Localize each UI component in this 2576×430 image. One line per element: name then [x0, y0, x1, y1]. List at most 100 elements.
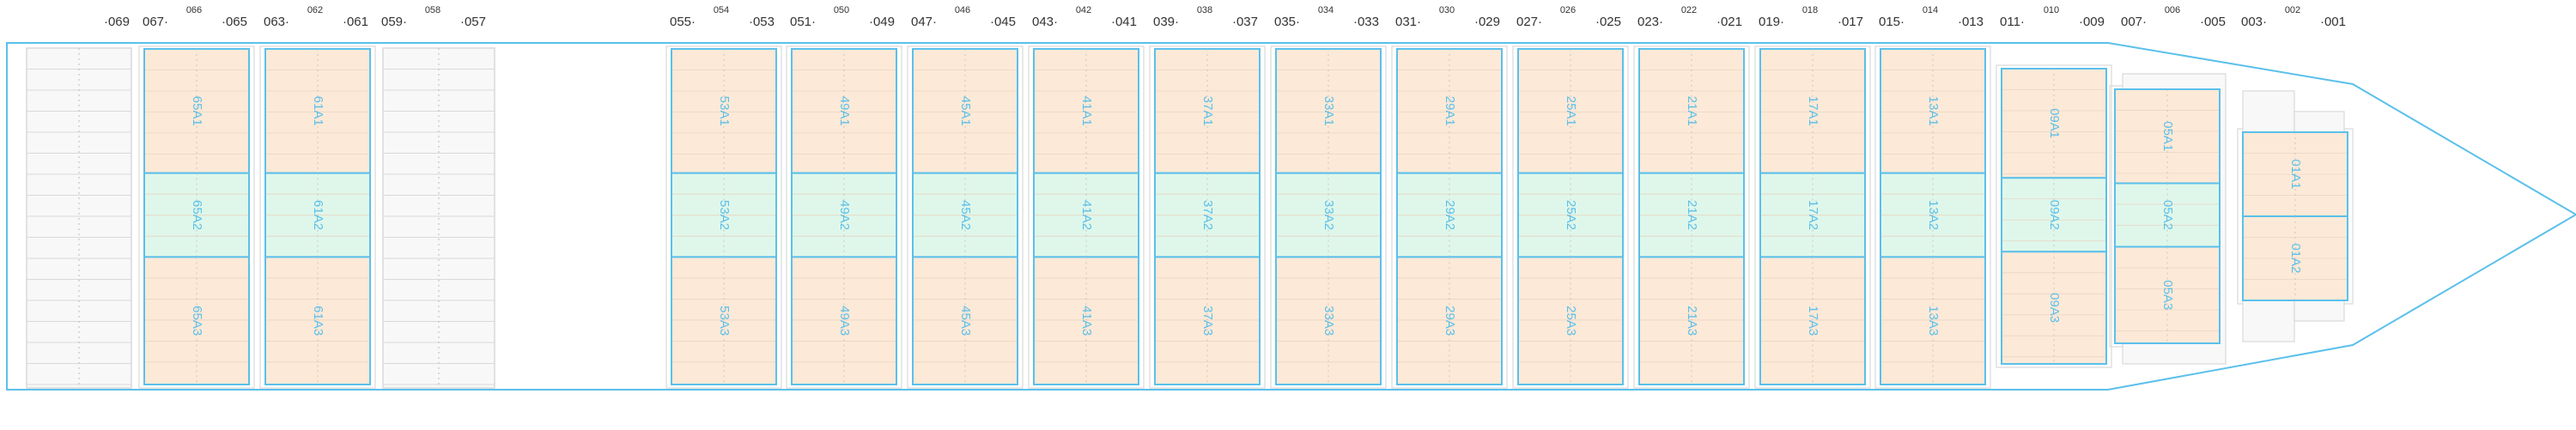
tier-label: 13A1	[1926, 96, 1941, 126]
bay-01: 01A1 01A2	[2242, 131, 2348, 301]
bay-number-right: ·053	[749, 15, 775, 29]
tier-label: 37A3	[1200, 306, 1215, 336]
tier-label: 45A3	[958, 306, 973, 336]
tier-label: 37A2	[1200, 200, 1215, 230]
tier-label: 05A1	[2160, 121, 2175, 151]
tier-label: 61A3	[311, 306, 325, 336]
bay-hold-outline	[1149, 45, 1266, 389]
bay-number-mid: 022	[1681, 5, 1697, 15]
tier-label: 05A3	[2160, 280, 2175, 310]
bay-number-left: 035·	[1274, 15, 1300, 29]
bay-number-group: 023·022·021	[1637, 5, 1742, 29]
bay-number-mid: 062	[307, 5, 323, 15]
bay-number-right: ·013	[1958, 15, 1984, 29]
bay-number-left: 019·	[1759, 15, 1784, 29]
bay-number-group: ·069	[104, 15, 130, 29]
bay-number-group: 055· 054 ·053	[670, 5, 775, 29]
bay-number-left: 059·	[381, 15, 407, 29]
bay-number-group: 039· 038 ·037	[1153, 5, 1258, 29]
tier-label: 65A3	[190, 306, 204, 336]
bay-hold-outline	[665, 45, 782, 389]
bay-number-right: ·069	[104, 15, 130, 29]
bay-number-left: 027·	[1516, 15, 1542, 29]
tier-label: 41A1	[1079, 96, 1094, 126]
tier-label: 17A3	[1806, 306, 1820, 336]
bay-number-right: ·065	[222, 15, 247, 29]
tier-label: 65A2	[190, 200, 204, 230]
tier-label: 41A3	[1079, 306, 1094, 336]
tier-label: 05A2	[2160, 200, 2175, 230]
bay-number-right: ·029	[1474, 15, 1500, 29]
bay-hold-outline	[1028, 45, 1145, 389]
bay-hold-outline	[1270, 45, 1387, 389]
bay-hold-outline	[1391, 45, 1508, 389]
bay-hold-outline	[1874, 45, 1991, 389]
bay-number-mid: 054	[714, 5, 729, 15]
bay-hold-outline	[1512, 45, 1629, 389]
tier-09A1[interactable]	[2001, 68, 2107, 179]
bay-number-mid: 018	[1802, 5, 1818, 15]
tier-label: 21A1	[1685, 96, 1699, 126]
bay-number-mid: 014	[1923, 5, 1938, 15]
bay-hold-outline	[786, 45, 902, 389]
bay-number-right: ·057	[460, 15, 486, 29]
bay-hold-outline	[1754, 45, 1871, 389]
bay-number-left: 003·	[2241, 15, 2267, 29]
bay-number-left: 039·	[1153, 15, 1179, 29]
bay-number-left: 051·	[790, 15, 816, 29]
tier-label: 53A2	[717, 200, 732, 230]
tier-label: 65A1	[190, 96, 204, 126]
bay-number-right: ·041	[1111, 15, 1137, 29]
bay-number-mid: 030	[1439, 5, 1455, 15]
bay-number-group: 031·030·029	[1395, 5, 1500, 29]
bay-number-mid: 006	[2165, 5, 2180, 15]
tier-label: 33A1	[1321, 96, 1336, 126]
tier-label: 25A3	[1564, 306, 1578, 336]
tier-label: 61A1	[311, 96, 325, 126]
bay-number-right: ·025	[1595, 15, 1621, 29]
bay-hold-outline	[138, 45, 255, 389]
bay-number-mid: 042	[1076, 5, 1091, 15]
tier-label: 33A3	[1321, 306, 1336, 336]
bay-number-group: 047·046·045	[911, 5, 1016, 29]
bay-number-right: ·049	[869, 15, 895, 29]
tier-label: 41A2	[1079, 200, 1094, 230]
tier-label: 01A2	[2288, 243, 2303, 273]
bay-number-left: 023·	[1637, 15, 1663, 29]
tier-label: 25A2	[1564, 200, 1578, 230]
bay-number-left: 043·	[1032, 15, 1058, 29]
bay-number-left: 067·	[143, 15, 168, 29]
bay-number-group: 063·062·061	[264, 5, 368, 29]
tier-label: 17A2	[1806, 200, 1820, 230]
hull	[6, 42, 2576, 391]
bay-number-right: ·037	[1232, 15, 1258, 29]
tier-label: 29A3	[1443, 306, 1457, 336]
bay-number-mid: 038	[1197, 5, 1212, 15]
bay-hold-outline	[907, 45, 1024, 389]
bay-number-group: 007·006·005	[2121, 5, 2226, 29]
bay-number-mid: 058	[425, 5, 440, 15]
bay-05: 05A1 05A2 05A3	[2114, 88, 2221, 344]
tier-label: 37A1	[1200, 96, 1215, 126]
tier-label: 21A3	[1685, 306, 1699, 336]
tier-label: 53A1	[717, 96, 732, 126]
bay-number-right: ·005	[2200, 15, 2226, 29]
bay-number-left: 055·	[670, 15, 696, 29]
tier-label: 01A1	[2288, 159, 2303, 189]
tier-label: 21A2	[1685, 200, 1699, 230]
tier-label: 13A2	[1926, 200, 1941, 230]
bay-number-group: 051·050·049	[790, 5, 895, 29]
bay-number-group: 003·002·001	[2241, 5, 2346, 29]
bay-number-left: 015·	[1879, 15, 1905, 29]
